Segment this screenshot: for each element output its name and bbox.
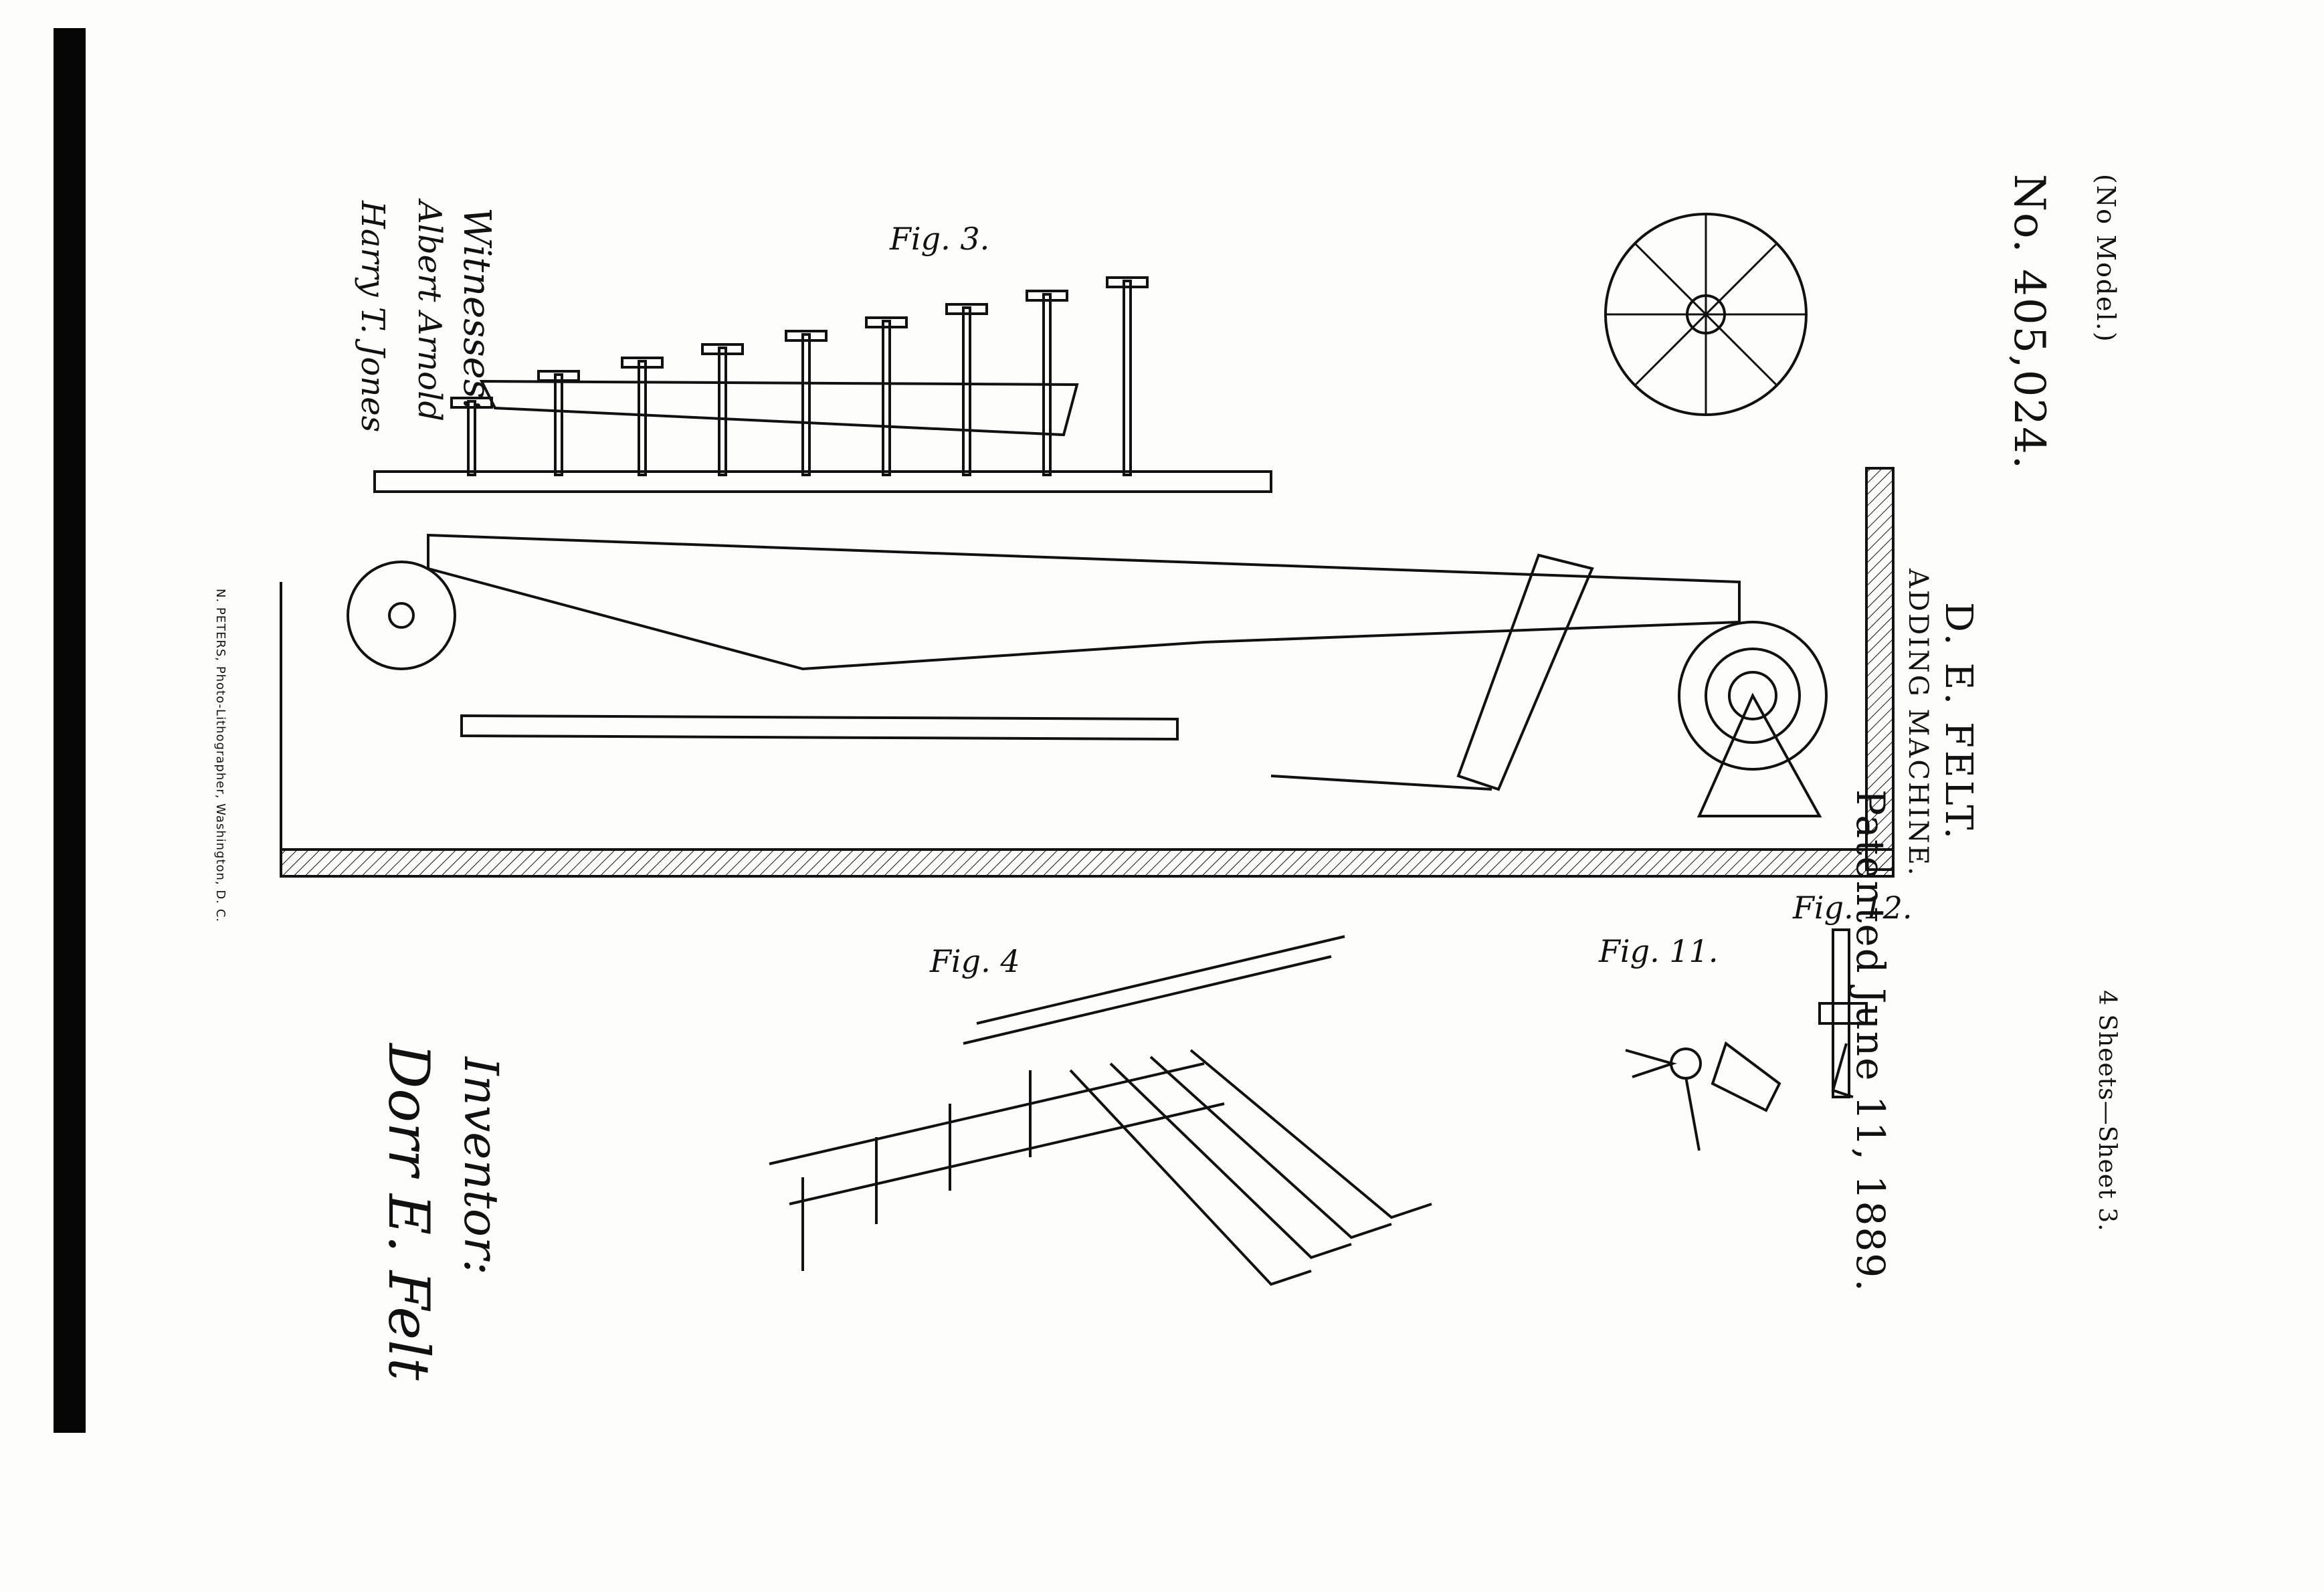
fig4-label: Fig. 4 — [930, 943, 1020, 979]
fig12-label: Fig. 12. — [1793, 890, 1913, 926]
fig3-label: Fig. 3. — [890, 221, 990, 257]
spring-bracket — [1697, 692, 1822, 817]
witnesses-heading: Witnesses: — [455, 207, 498, 411]
machine-base-frame — [280, 468, 1895, 878]
key-stems — [467, 280, 1132, 476]
fig11-detail — [1625, 1041, 1781, 1151]
left-gear — [347, 561, 456, 670]
left-gear-hub — [388, 602, 415, 629]
hatched-base — [280, 848, 1895, 878]
witness-1-signature: Albert Arnold — [411, 201, 448, 422]
wheel-spokes — [1606, 214, 1806, 415]
key-plate — [373, 470, 1272, 493]
lever-p — [1456, 553, 1594, 791]
inventor-heading: Inventor: — [454, 1057, 508, 1276]
rod-o — [1270, 775, 1492, 791]
hatched-right-wall — [1865, 467, 1895, 871]
key-caps — [450, 276, 1149, 409]
inventor-signature: Dorr E. Felt — [376, 1043, 442, 1381]
key-lever-upper — [479, 379, 1079, 437]
lithographer-note: N. PETERS, Photo-Lithographer, Washingto… — [213, 589, 227, 922]
fig4-mechanism — [769, 935, 1432, 1286]
bottom-rod-l — [460, 714, 1179, 741]
witness-2-signature: Harry T. Jones — [354, 201, 391, 433]
coil-spring — [1678, 621, 1828, 771]
fig12-detail — [1818, 928, 1868, 1098]
scan-edge-bar — [54, 28, 86, 1433]
fig11-label: Fig. 11. — [1599, 933, 1719, 969]
